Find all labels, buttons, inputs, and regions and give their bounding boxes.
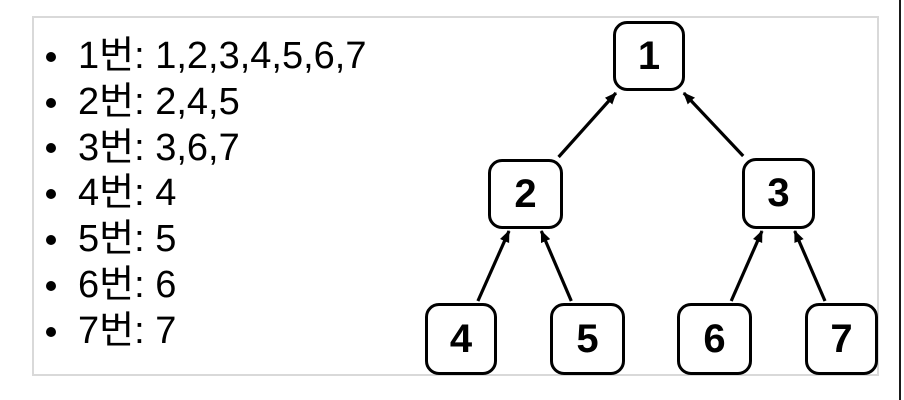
list-item-text: 7번: 7 [78,309,177,352]
list-item-text: 6번: 6 [78,263,177,306]
list-item: 1번: 1,2,3,4,5,6,7 [42,34,367,80]
bullet-icon [46,189,56,200]
edge-7-to-3 [793,230,827,302]
list-item-text: 5번: 5 [78,218,177,261]
bullet-icon [46,97,56,108]
bullet-icon [46,51,56,62]
tree-node-5: 5 [550,303,625,375]
tree-node-6: 6 [677,303,752,375]
bullet-icon [46,326,56,337]
list-item: 3번: 3,6,7 [42,126,367,172]
tree-node-label: 6 [703,316,726,361]
edge-4-to-2 [476,230,511,302]
tree-node-4: 4 [425,303,497,375]
tree-node-2: 2 [488,159,563,229]
list-item: 4번: 4 [42,171,367,217]
tree-node-label: 5 [576,316,599,361]
tree-node-label: 4 [449,316,473,361]
list-item-text: 4번: 4 [78,172,177,215]
list-item-text: 3번: 3,6,7 [78,126,240,169]
tree-node-1: 1 [613,21,685,91]
tree-node-label: 7 [830,316,853,361]
tree-node-label: 2 [514,171,537,216]
list-item-text: 2번: 2,4,5 [78,80,240,123]
list-item: 7번: 7 [42,309,367,355]
edge-3-to-1 [682,91,745,158]
edge-2-to-1 [557,91,618,159]
tree-node-label: 3 [767,171,790,215]
tree-node-7: 7 [805,303,878,375]
list-item: 5번: 5 [42,217,367,263]
bullet-icon [46,235,56,246]
edge-5-to-2 [539,230,573,302]
tree-node-label: 1 [637,33,661,78]
list-item: 2번: 2,4,5 [42,80,367,126]
bullet-icon [46,280,56,291]
bullet-icon [46,143,56,154]
right-edge-line [899,0,901,400]
tree-node-3: 3 [742,158,815,229]
edge-6-to-3 [729,230,764,302]
list-item-text: 1번: 1,2,3,4,5,6,7 [78,35,367,77]
list-item: 6번: 6 [42,263,367,309]
